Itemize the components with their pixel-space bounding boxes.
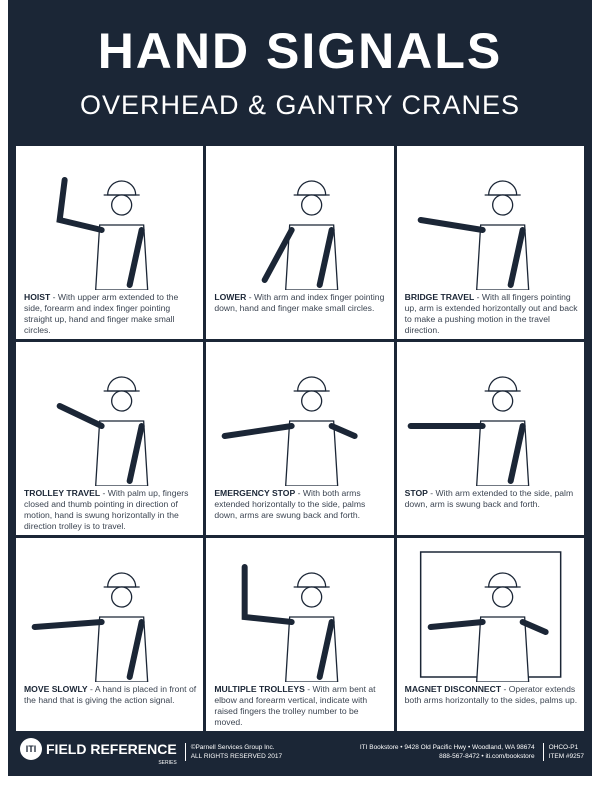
signal-panel-lower: LOWER - With arm and index finger pointi… <box>206 146 394 339</box>
operator-illustration-icon <box>417 180 529 290</box>
brand-block: ITI FIELD REFERENCE SERIES <box>20 738 177 766</box>
copyright-line: ©Parnell Services Group Inc. <box>190 744 275 751</box>
signal-description: STOP - With arm extended to the side, pa… <box>405 488 578 510</box>
operator-illustration-icon <box>261 180 339 290</box>
field-reference-logo: ITI FIELD REFERENCE <box>20 738 177 760</box>
signal-name: MAGNET DISCONNECT <box>404 684 502 694</box>
signal-description: EMERGENCY STOP - With both arms extended… <box>214 488 387 521</box>
signal-text: - With arm bent at elbow and forearm ver… <box>214 684 376 727</box>
operator-illustration-icon <box>407 376 529 486</box>
signal-panel-bridge-travel: BRIDGE TRAVEL - With all fingers pointin… <box>396 146 584 339</box>
signal-name: BRIDGE TRAVEL <box>404 292 475 302</box>
contact-line: 888-567-8472 • iti.com/bookstore <box>439 753 535 760</box>
item-number: ITEM #9257 <box>548 753 584 760</box>
copyright: ©Parnell Services Group Inc. ALL RIGHTS … <box>184 743 283 761</box>
operator-illustration-icon <box>31 572 149 682</box>
signal-grid: HOIST - With upper arm extended to the s… <box>16 146 584 731</box>
address: ITI Bookstore • 9428 Old Pacific Hwy • W… <box>360 743 535 761</box>
operator-illustration-icon <box>419 551 562 682</box>
signal-name: HOIST <box>24 292 51 302</box>
address-line: ITI Bookstore • 9428 Old Pacific Hwy • W… <box>359 744 535 751</box>
signal-name: STOP <box>404 488 428 498</box>
signal-text: - With all fingers pointing up, arm is e… <box>404 292 578 335</box>
signal-description: MULTIPLE TROLLEYS - With arm bent at elb… <box>214 684 387 728</box>
signal-text: - With upper arm extended to the side, f… <box>24 292 179 335</box>
iti-logo-icon: ITI <box>20 738 42 760</box>
signal-panel-emergency-stop: EMERGENCY STOP - With both arms extended… <box>206 342 394 535</box>
operator-illustration-icon <box>221 376 358 486</box>
signal-panel-hoist: HOIST - With upper arm extended to the s… <box>16 146 204 339</box>
item-code: OHCO-P1 ITEM #9257 <box>542 743 584 761</box>
operator-illustration-icon <box>241 564 339 682</box>
signal-description: MOVE SLOWLY - A hand is placed in front … <box>24 684 197 706</box>
signal-text: - With palm up, fingers closed and thumb… <box>24 488 189 531</box>
rights-line: ALL RIGHTS RESERVED 2017 <box>190 753 283 760</box>
signal-name: MOVE SLOWLY <box>24 684 88 694</box>
series-label: SERIES <box>158 760 177 766</box>
signal-name: TROLLEY TRAVEL <box>24 488 101 498</box>
page-subtitle: OVERHEAD & GANTRY CRANES <box>79 90 521 120</box>
signal-name: MULTIPLE TROLLEYS <box>214 684 305 694</box>
product-code: OHCO-P1 <box>548 744 579 751</box>
operator-illustration-icon <box>56 177 149 290</box>
signal-description: TROLLEY TRAVEL - With palm up, fingers c… <box>24 488 197 532</box>
signal-description: LOWER - With arm and index finger pointi… <box>214 292 387 314</box>
signal-panel-stop: STOP - With arm extended to the side, pa… <box>396 342 584 535</box>
poster: HAND SIGNALS OVERHEAD & GANTRY CRANES HO… <box>8 0 592 776</box>
signal-panel-move-slowly: MOVE SLOWLY - A hand is placed in front … <box>16 538 204 731</box>
signal-text: - With both arms extended horizontally t… <box>214 488 366 520</box>
signal-description: MAGNET DISCONNECT - Operator extends bot… <box>405 684 578 706</box>
signal-name: EMERGENCY STOP <box>214 488 296 498</box>
operator-illustration-icon <box>56 376 149 486</box>
signal-text: - With arm and index finger pointing dow… <box>214 292 385 313</box>
signal-description: HOIST - With upper arm extended to the s… <box>24 292 197 336</box>
signal-panel-trolley-travel: TROLLEY TRAVEL - With palm up, fingers c… <box>16 342 204 535</box>
page-title: HAND SIGNALS <box>97 23 503 79</box>
signal-description: BRIDGE TRAVEL - With all fingers pointin… <box>405 292 578 336</box>
footer: ITI FIELD REFERENCE SERIES ©Parnell Serv… <box>8 728 592 776</box>
signal-panel-multiple-trolleys: MULTIPLE TROLLEYS - With arm bent at elb… <box>206 538 394 731</box>
signal-text: - With arm extended to the side, palm do… <box>404 488 574 509</box>
signal-text: - A hand is placed in front of the hand … <box>24 684 197 705</box>
brand-name: FIELD REFERENCE <box>46 741 177 757</box>
signal-panel-magnet-disconnect: MAGNET DISCONNECT - Operator extends bot… <box>396 538 584 731</box>
signal-name: LOWER <box>214 292 247 302</box>
signal-text: - Operator extends both arms horizontall… <box>404 684 578 705</box>
